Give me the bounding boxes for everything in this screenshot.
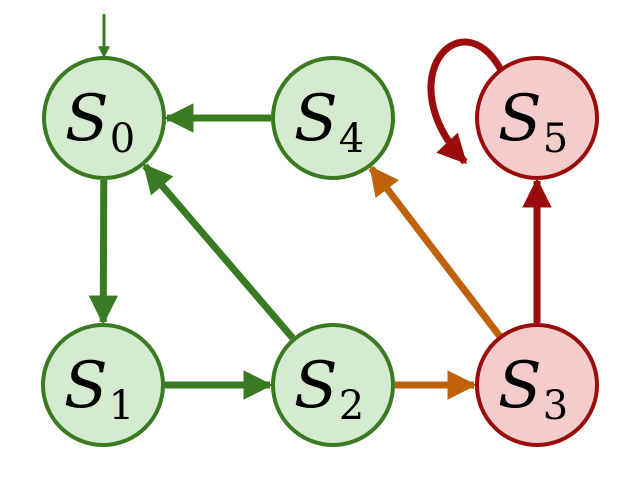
- transition-S3-S4: [368, 165, 503, 338]
- state-subscript: 4: [339, 116, 364, 162]
- state-subscript: 1: [109, 383, 134, 429]
- state-label: S4: [294, 82, 364, 162]
- state-circle: [41, 323, 165, 447]
- state-subscript: 5: [543, 116, 568, 162]
- state-node-s0: S0: [42, 56, 166, 180]
- transition-S5-S5: [427, 38, 505, 165]
- state-letter: S: [65, 82, 109, 156]
- state-label: S3: [498, 349, 568, 429]
- state-circle: [475, 323, 599, 447]
- state-label: S0: [65, 82, 135, 162]
- state-letter: S: [498, 82, 542, 156]
- state-subscript: 2: [339, 383, 364, 429]
- state-circle: [271, 56, 395, 180]
- state-letter: S: [64, 349, 108, 423]
- state-circle: [42, 56, 166, 180]
- transition-S0-S1: [88, 179, 119, 325]
- state-node-s3: S3: [475, 323, 599, 447]
- state-node-s2: S2: [271, 323, 395, 447]
- state-label: S2: [294, 349, 364, 429]
- state-subscript: 0: [110, 116, 135, 162]
- state-circle: [475, 56, 599, 180]
- state-letter: S: [498, 349, 542, 423]
- state-label: S5: [498, 82, 568, 162]
- state-subscript: 3: [543, 383, 568, 429]
- transitions-layer: [88, 14, 552, 400]
- state-node-s4: S4: [271, 56, 395, 180]
- state-circle: [271, 323, 395, 447]
- state-node-s1: S1: [41, 323, 165, 447]
- state-letter: S: [294, 82, 338, 156]
- state-letter: S: [294, 349, 338, 423]
- transition-S2-S0: [142, 163, 296, 341]
- state-label: S1: [64, 349, 134, 429]
- state-node-s5: S5: [475, 56, 599, 180]
